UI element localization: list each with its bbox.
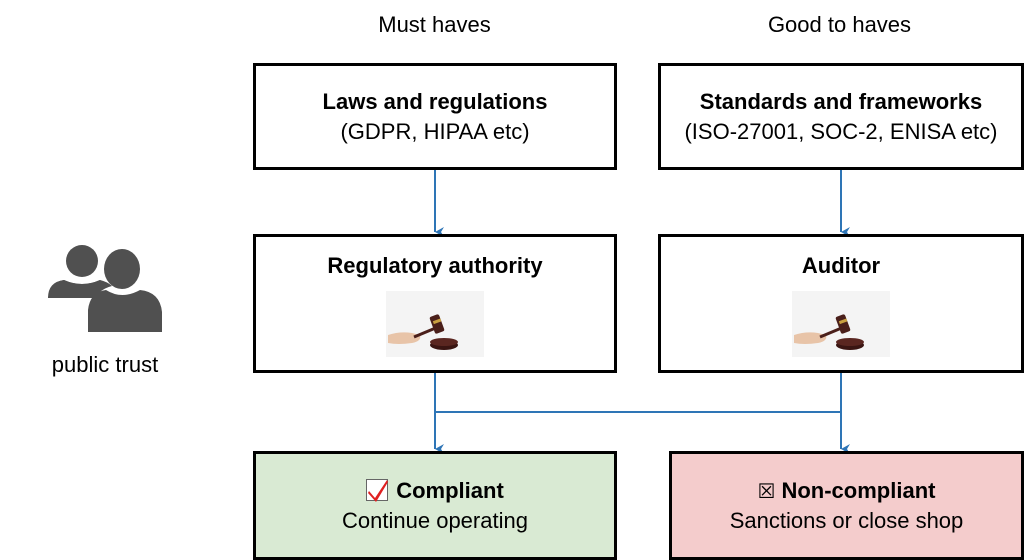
checkbox-checked-icon	[366, 478, 389, 502]
people-icon	[48, 245, 162, 332]
standards-box: Standards and frameworks (ISO-27001, SOC…	[658, 63, 1024, 170]
gavel-image	[386, 291, 484, 357]
compliant-box: Compliant Continue operating	[253, 451, 617, 560]
compliant-subtitle: Continue operating	[342, 507, 528, 533]
compliant-title: Compliant	[396, 477, 504, 503]
auditor-box: Auditor	[658, 234, 1024, 373]
noncompliant-title-row: ☒Non-compliant	[758, 476, 936, 506]
column-header-good-to-haves: Good to haves	[767, 12, 912, 37]
laws-subtitle: (GDPR, HIPAA etc)	[340, 118, 530, 144]
checkbox-x-icon: ☒	[757, 478, 776, 503]
standards-subtitle: (ISO-27001, SOC-2, ENISA etc)	[684, 118, 998, 144]
standards-title: Standards and frameworks	[699, 88, 983, 114]
column-header-must-haves: Must haves	[378, 12, 491, 37]
public-trust-label: public trust	[51, 352, 159, 377]
noncompliant-subtitle: Sanctions or close shop	[729, 507, 964, 533]
regulator-box: Regulatory authority	[253, 234, 617, 373]
noncompliant-box: ☒Non-compliant Sanctions or close shop	[669, 451, 1024, 560]
regulator-title: Regulatory authority	[327, 253, 543, 278]
compliant-title-row: Compliant	[366, 476, 504, 506]
laws-title: Laws and regulations	[322, 88, 548, 114]
laws-box: Laws and regulations (GDPR, HIPAA etc)	[253, 63, 617, 170]
gavel-image	[792, 291, 890, 357]
noncompliant-title: Non-compliant	[781, 477, 936, 503]
auditor-title: Auditor	[801, 253, 881, 278]
